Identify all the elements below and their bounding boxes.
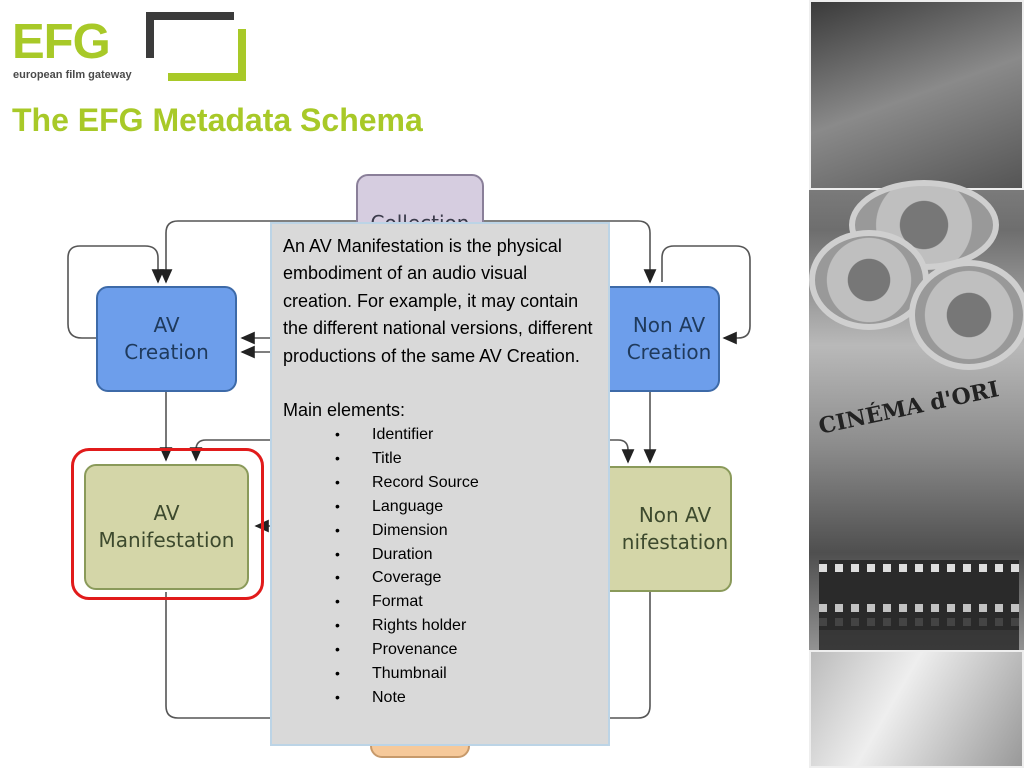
list-item: Dimension xyxy=(283,519,598,543)
list-item: Note xyxy=(283,686,598,710)
list-item: Language xyxy=(283,495,598,519)
list-item: Rights holder xyxy=(283,614,598,638)
logo-frame-dark xyxy=(146,12,234,58)
list-item: Identifier xyxy=(283,423,598,447)
connector-av-creation-loop xyxy=(67,245,165,339)
efg-logo: EFG european film gateway xyxy=(10,10,250,85)
node-non-av-creation-line1: Non AV xyxy=(632,313,706,337)
page-title: The EFG Metadata Schema xyxy=(12,102,423,138)
node-av-manifestation: AV Manifestation xyxy=(84,464,249,590)
cinema-poster-text: CINÉMA d'ORI xyxy=(816,376,1002,440)
film-reel-3 xyxy=(909,260,1024,370)
list-item: Duration xyxy=(283,543,598,567)
info-box: An AV Manifestation is the physical embo… xyxy=(270,222,610,746)
info-description: An AV Manifestation is the physical embo… xyxy=(283,236,593,366)
info-heading: Main elements: xyxy=(283,400,406,421)
node-av-manifestation-line1: AV xyxy=(153,501,180,525)
list-item: Coverage xyxy=(283,566,598,590)
selection-highlight xyxy=(71,448,264,600)
node-av-manifestation-line2: Manifestation xyxy=(98,528,235,552)
node-non-av-creation-line2: Creation xyxy=(626,340,712,364)
connector-collection-nonav-creation xyxy=(484,220,657,284)
connector-into-nonav-manifestation-top xyxy=(610,439,635,464)
connector-nonav-manifestation-bottom xyxy=(610,592,651,719)
diagram-connectors xyxy=(67,220,751,719)
main-elements-list: Identifier Title Record Source Language … xyxy=(283,423,598,710)
node-av-creation-line2: Creation xyxy=(124,340,209,364)
logo-subtitle: european film gateway xyxy=(13,69,132,81)
list-item: Format xyxy=(283,590,598,614)
node-av-creation-line1: AV xyxy=(153,313,180,337)
node-av-creation: AV Creation xyxy=(96,286,237,392)
logo-frame-green xyxy=(168,29,246,81)
logo-wordmark: EFG xyxy=(12,15,111,69)
connector-nonav-creation-loop xyxy=(661,245,751,345)
list-item: Title xyxy=(283,447,598,471)
connector-collection-av-creation xyxy=(159,220,356,284)
node-non-av-manifestation-line1: Non AV xyxy=(638,503,712,527)
film-crew-photo xyxy=(809,0,1024,190)
list-item: Provenance xyxy=(283,638,598,662)
node-non-av-manifestation-line2: nifestation xyxy=(621,530,729,554)
list-item: Thumbnail xyxy=(283,662,598,686)
list-item: Record Source xyxy=(283,471,598,495)
film-collage-image: CINÉMA d'ORI xyxy=(809,0,1024,768)
connector-av-manifestation-bottom xyxy=(165,592,272,719)
actress-portrait-photo xyxy=(809,650,1024,768)
